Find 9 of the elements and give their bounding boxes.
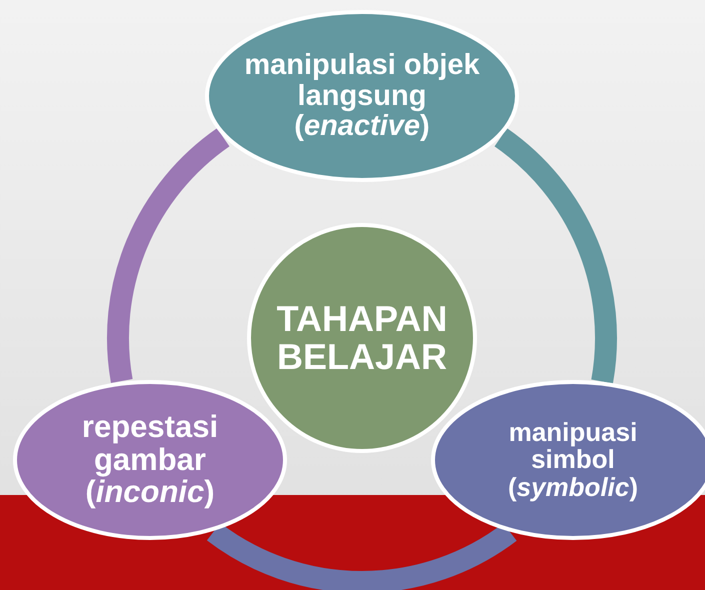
ring-arc xyxy=(494,128,617,383)
node-label: repestasi gambar (inconic) xyxy=(80,411,220,509)
center-circle xyxy=(247,223,477,453)
node-label: manipulasi objek langsung (enactive) xyxy=(243,50,481,142)
stage-ellipse xyxy=(13,380,287,540)
node-label: manipuasi simbol (symbolic) xyxy=(506,419,640,501)
stage-ellipse xyxy=(205,10,519,182)
node-label: TAHAPAN BELAJAR xyxy=(276,300,448,376)
ring-arc xyxy=(107,128,230,382)
